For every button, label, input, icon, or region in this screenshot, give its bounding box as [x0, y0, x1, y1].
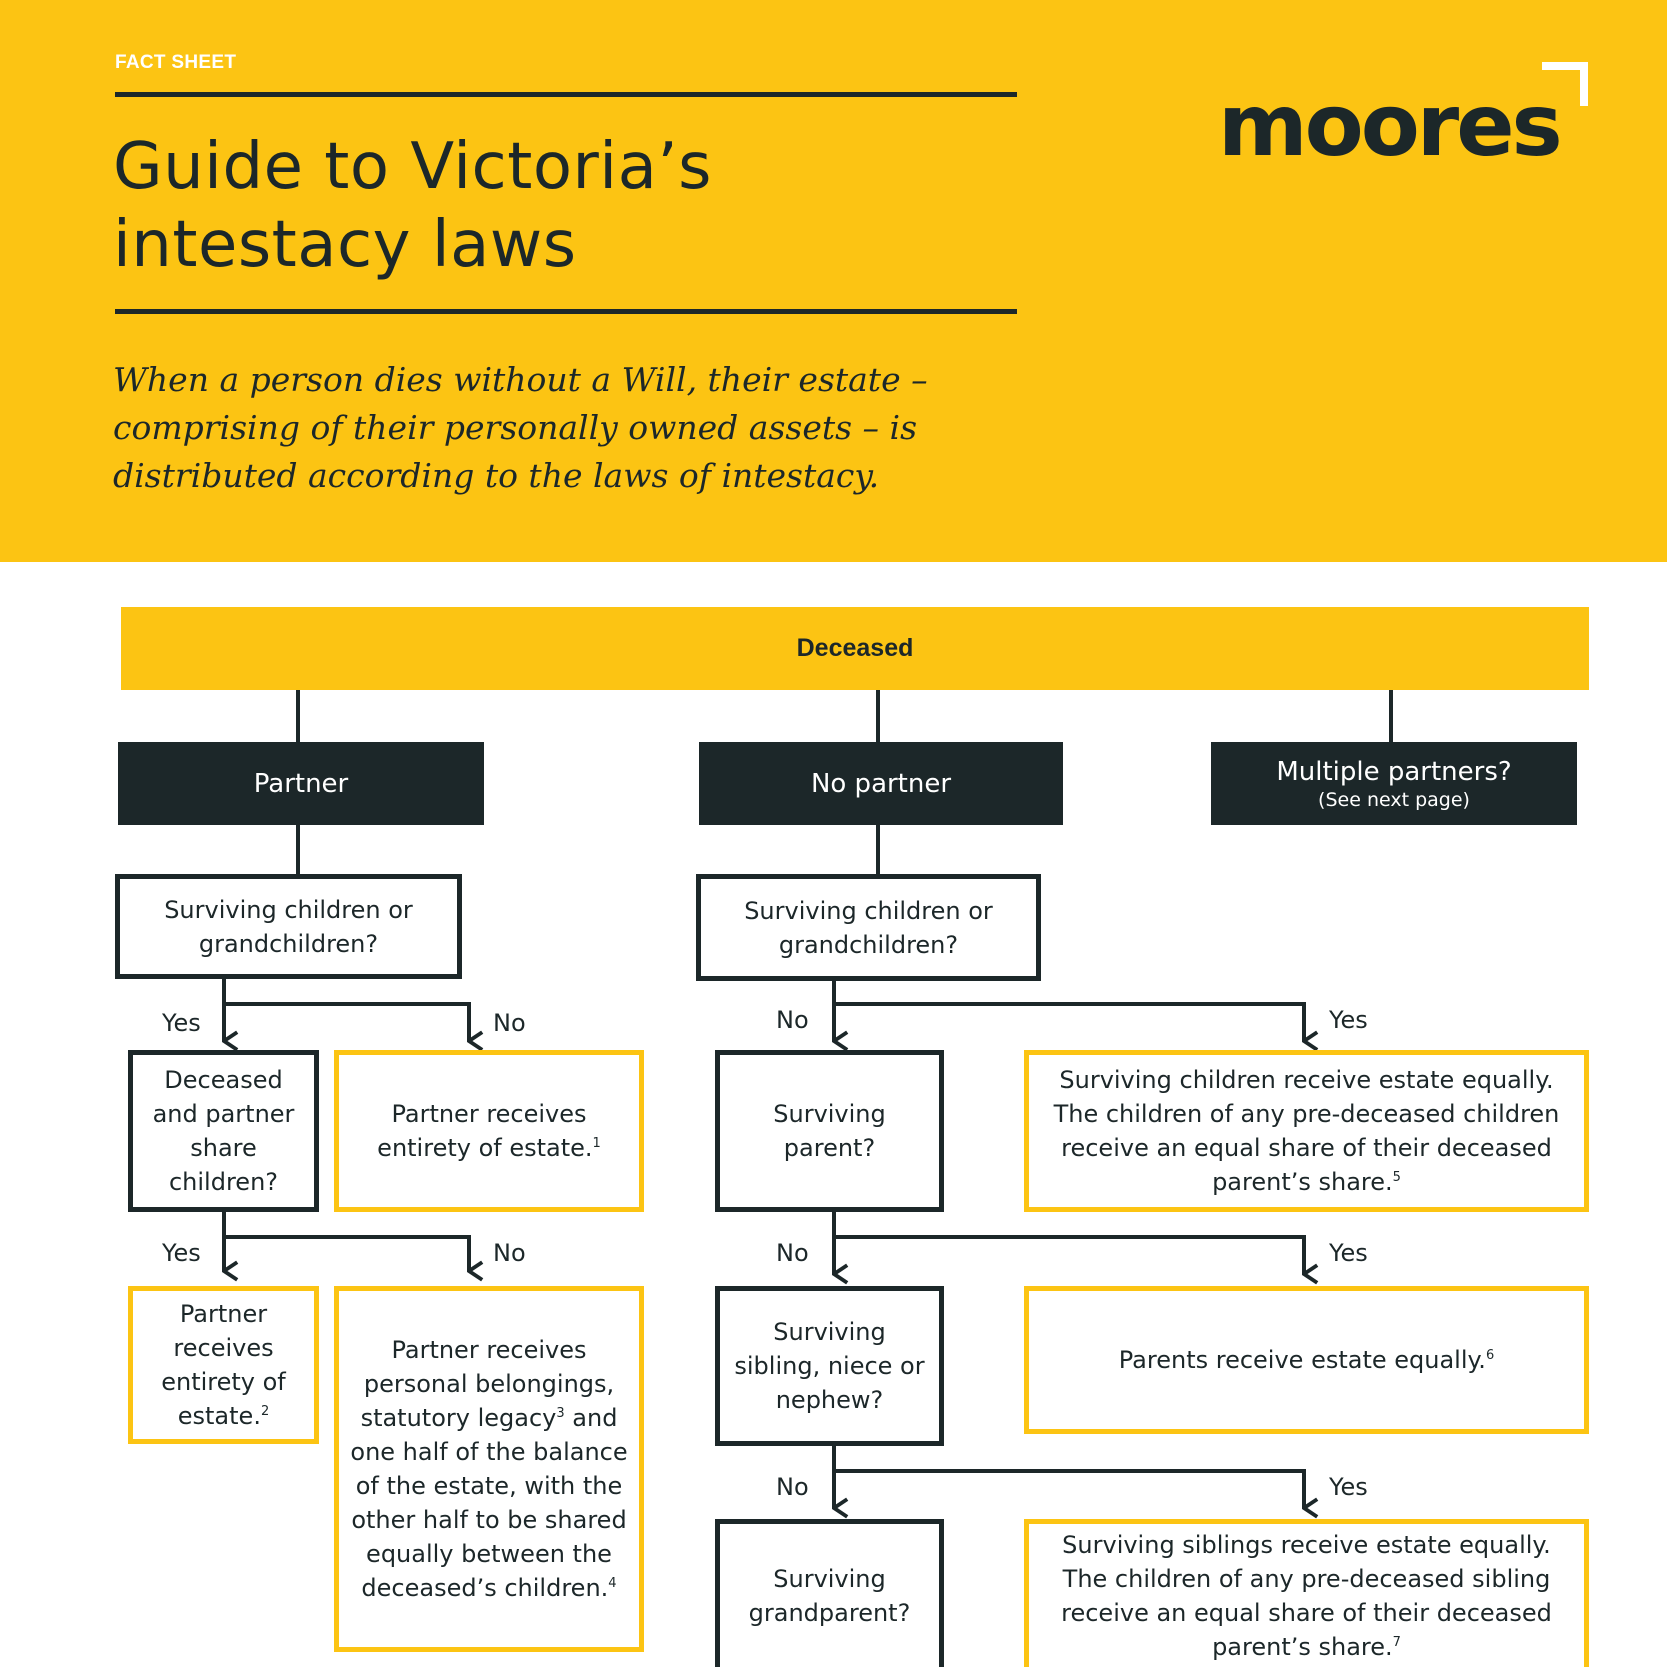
share-children-question-text: Deceased and partner share children? [152, 1066, 295, 1196]
partner-entire-estate-outcome-2: Partner receives entirety of estate.2 [128, 1286, 319, 1444]
yes-label: Yes [162, 1009, 201, 1037]
partner-entire-estate-outcome-1: Partner receives entirety of estate.1 [334, 1050, 644, 1212]
surviving-sibling-question: Surviving sibling, niece or nephew? [715, 1286, 944, 1446]
footnote-6: 6 [1485, 1348, 1495, 1363]
no-label: No [776, 1006, 809, 1034]
surviving-grandparent-question: Surviving grandparent? [715, 1519, 944, 1667]
page-title-line-2: intestacy laws [113, 208, 577, 282]
surviving-parent-question-text: Surviving parent? [773, 1100, 886, 1162]
surviving-sibling-question-text: Surviving sibling, niece or nephew? [734, 1318, 925, 1414]
no-partner-children-question: Surviving children or grandchildren? [696, 874, 1041, 981]
page-title-line-1: Guide to Victoria’s [113, 130, 712, 204]
footnote-4: 4 [608, 1576, 617, 1591]
partner-children-question-text: Surviving children or grandchildren? [164, 895, 413, 958]
no-label: No [493, 1009, 526, 1037]
multiple-partners-label: Multiple partners? [1276, 756, 1512, 787]
yes-label: Yes [1329, 1239, 1368, 1267]
footnote-7: 7 [1392, 1634, 1401, 1650]
siblings-receive-estate-outcome: Surviving siblings receive estate equall… [1024, 1519, 1589, 1667]
no-partner-children-question-text: Surviving children or grandchildren? [744, 896, 993, 959]
outcome-split-text: Partner receives personal belongings, st… [350, 1336, 628, 1602]
see-next-page-note: (See next page) [1318, 788, 1470, 811]
multiple-partners-branch: Multiple partners? (See next page) [1211, 742, 1577, 825]
deceased-bar: Deceased [121, 607, 1589, 690]
fact-sheet-label: FACT SHEET [115, 52, 237, 73]
page-title: Guide to Victoria’s intestacy laws [113, 128, 712, 284]
share-children-question: Deceased and partner share children? [128, 1050, 319, 1212]
partner-split-estate-outcome: Partner receives personal belongings, st… [334, 1286, 644, 1652]
partner-branch: Partner [118, 742, 484, 825]
yes-label: Yes [1329, 1473, 1368, 1501]
parents-receive-estate-outcome: Parents receive estate equally.6 [1024, 1286, 1589, 1434]
moores-logo: moores [1218, 76, 1563, 176]
title-rule-bottom [115, 309, 1017, 314]
surviving-parent-question: Surviving parent? [715, 1050, 944, 1212]
no-label: No [776, 1473, 809, 1501]
outcome-6-text: Parents receive estate equally.6 [1118, 1346, 1495, 1374]
outcome-7-text: Surviving siblings receive estate equall… [1061, 1530, 1552, 1661]
no-partner-branch-label: No partner [810, 768, 952, 799]
partner-children-question: Surviving children or grandchildren? [115, 874, 462, 979]
intro-text: When a person dies without a Will, their… [113, 360, 928, 495]
yes-label: Yes [162, 1239, 201, 1267]
surviving-grandparent-question-text: Surviving grandparent? [748, 1564, 911, 1627]
footnote-2: 2 [260, 1404, 270, 1419]
logo-corner-mark-icon [1542, 62, 1588, 106]
outcome-2-text: Partner receives entirety of estate.2 [161, 1300, 286, 1430]
outcome-5-text: Surviving children receive estate equall… [1053, 1066, 1560, 1196]
children-receive-estate-outcome: Surviving children receive estate equall… [1024, 1050, 1589, 1212]
partner-branch-label: Partner [253, 768, 349, 799]
outcome-1-text: Partner receives entirety of estate.1 [377, 1100, 601, 1162]
yes-label: Yes [1329, 1006, 1368, 1034]
footnote-1: 1 [592, 1136, 601, 1151]
no-label: No [493, 1239, 526, 1267]
no-partner-branch: No partner [699, 742, 1063, 825]
no-label: No [776, 1239, 809, 1267]
title-rule-top [115, 92, 1017, 97]
footnote-3: 3 [556, 1406, 565, 1421]
footnote-5: 5 [1392, 1170, 1401, 1185]
